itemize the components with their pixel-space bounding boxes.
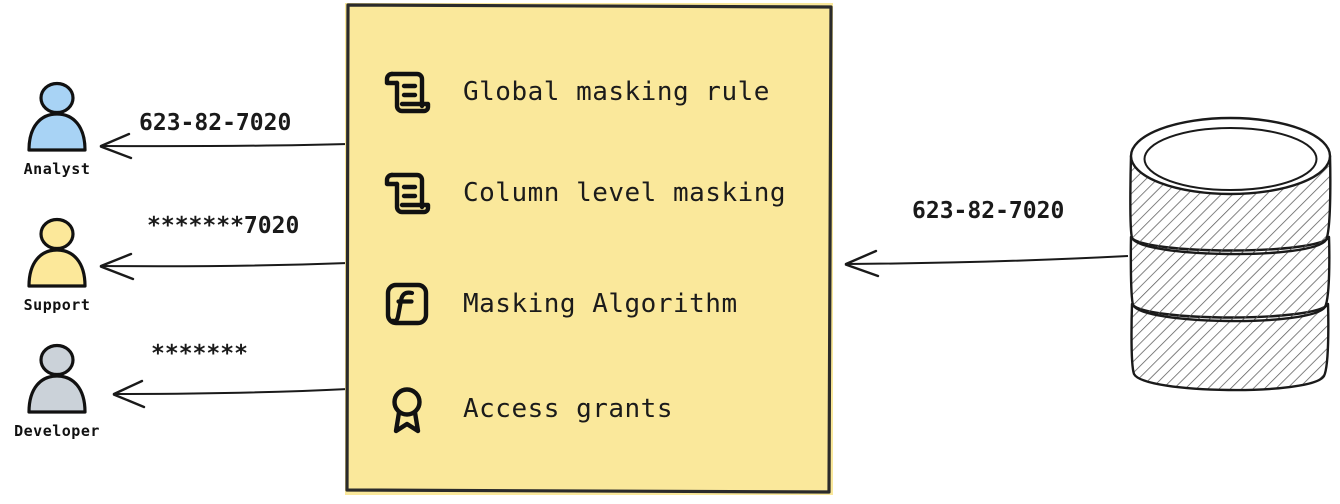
- function-icon: [385, 282, 429, 326]
- database-icon: [1129, 116, 1332, 392]
- actor-developer[interactable]: Developer: [2, 340, 112, 440]
- flow-label-source: 623-82-7020: [912, 198, 1065, 224]
- policy-item-label: Column level masking: [463, 178, 787, 208]
- policy-item-label: Masking Algorithm: [463, 289, 738, 319]
- actor-analyst-label: Analyst: [23, 160, 91, 178]
- arrow-to-support: [99, 252, 349, 281]
- flow-label-support: *******7020: [147, 213, 300, 239]
- actor-support-label: Support: [23, 296, 91, 314]
- person-icon: [27, 81, 87, 152]
- arrow-from-database: [844, 249, 1129, 278]
- policy-item-masking-algorithm[interactable]: Masking Algorithm: [379, 276, 738, 332]
- actor-analyst[interactable]: Analyst: [2, 78, 112, 178]
- policy-card: Global masking rule Column level masking: [345, 3, 833, 495]
- policy-item-label: Access grants: [463, 394, 673, 424]
- scroll-icon: [384, 71, 431, 114]
- policy-item-global-masking-rule[interactable]: Global masking rule: [379, 64, 770, 120]
- arrow-to-analyst: [99, 132, 349, 160]
- flow-label-developer: *******: [151, 341, 248, 367]
- person-icon: [27, 343, 87, 414]
- actor-developer-label: Developer: [14, 422, 100, 440]
- arrow-to-developer: [112, 379, 349, 409]
- flow-label-analyst: 623-82-7020: [139, 110, 292, 136]
- award-icon: [392, 387, 422, 434]
- policy-item-column-level-masking[interactable]: Column level masking: [379, 165, 786, 221]
- person-icon: [27, 217, 87, 288]
- policy-item-access-grants[interactable]: Access grants: [379, 381, 673, 437]
- policy-item-list: Global masking rule Column level masking: [345, 3, 833, 495]
- actor-support[interactable]: Support: [2, 214, 112, 314]
- policy-item-label: Global masking rule: [463, 77, 770, 107]
- scroll-icon: [384, 172, 431, 215]
